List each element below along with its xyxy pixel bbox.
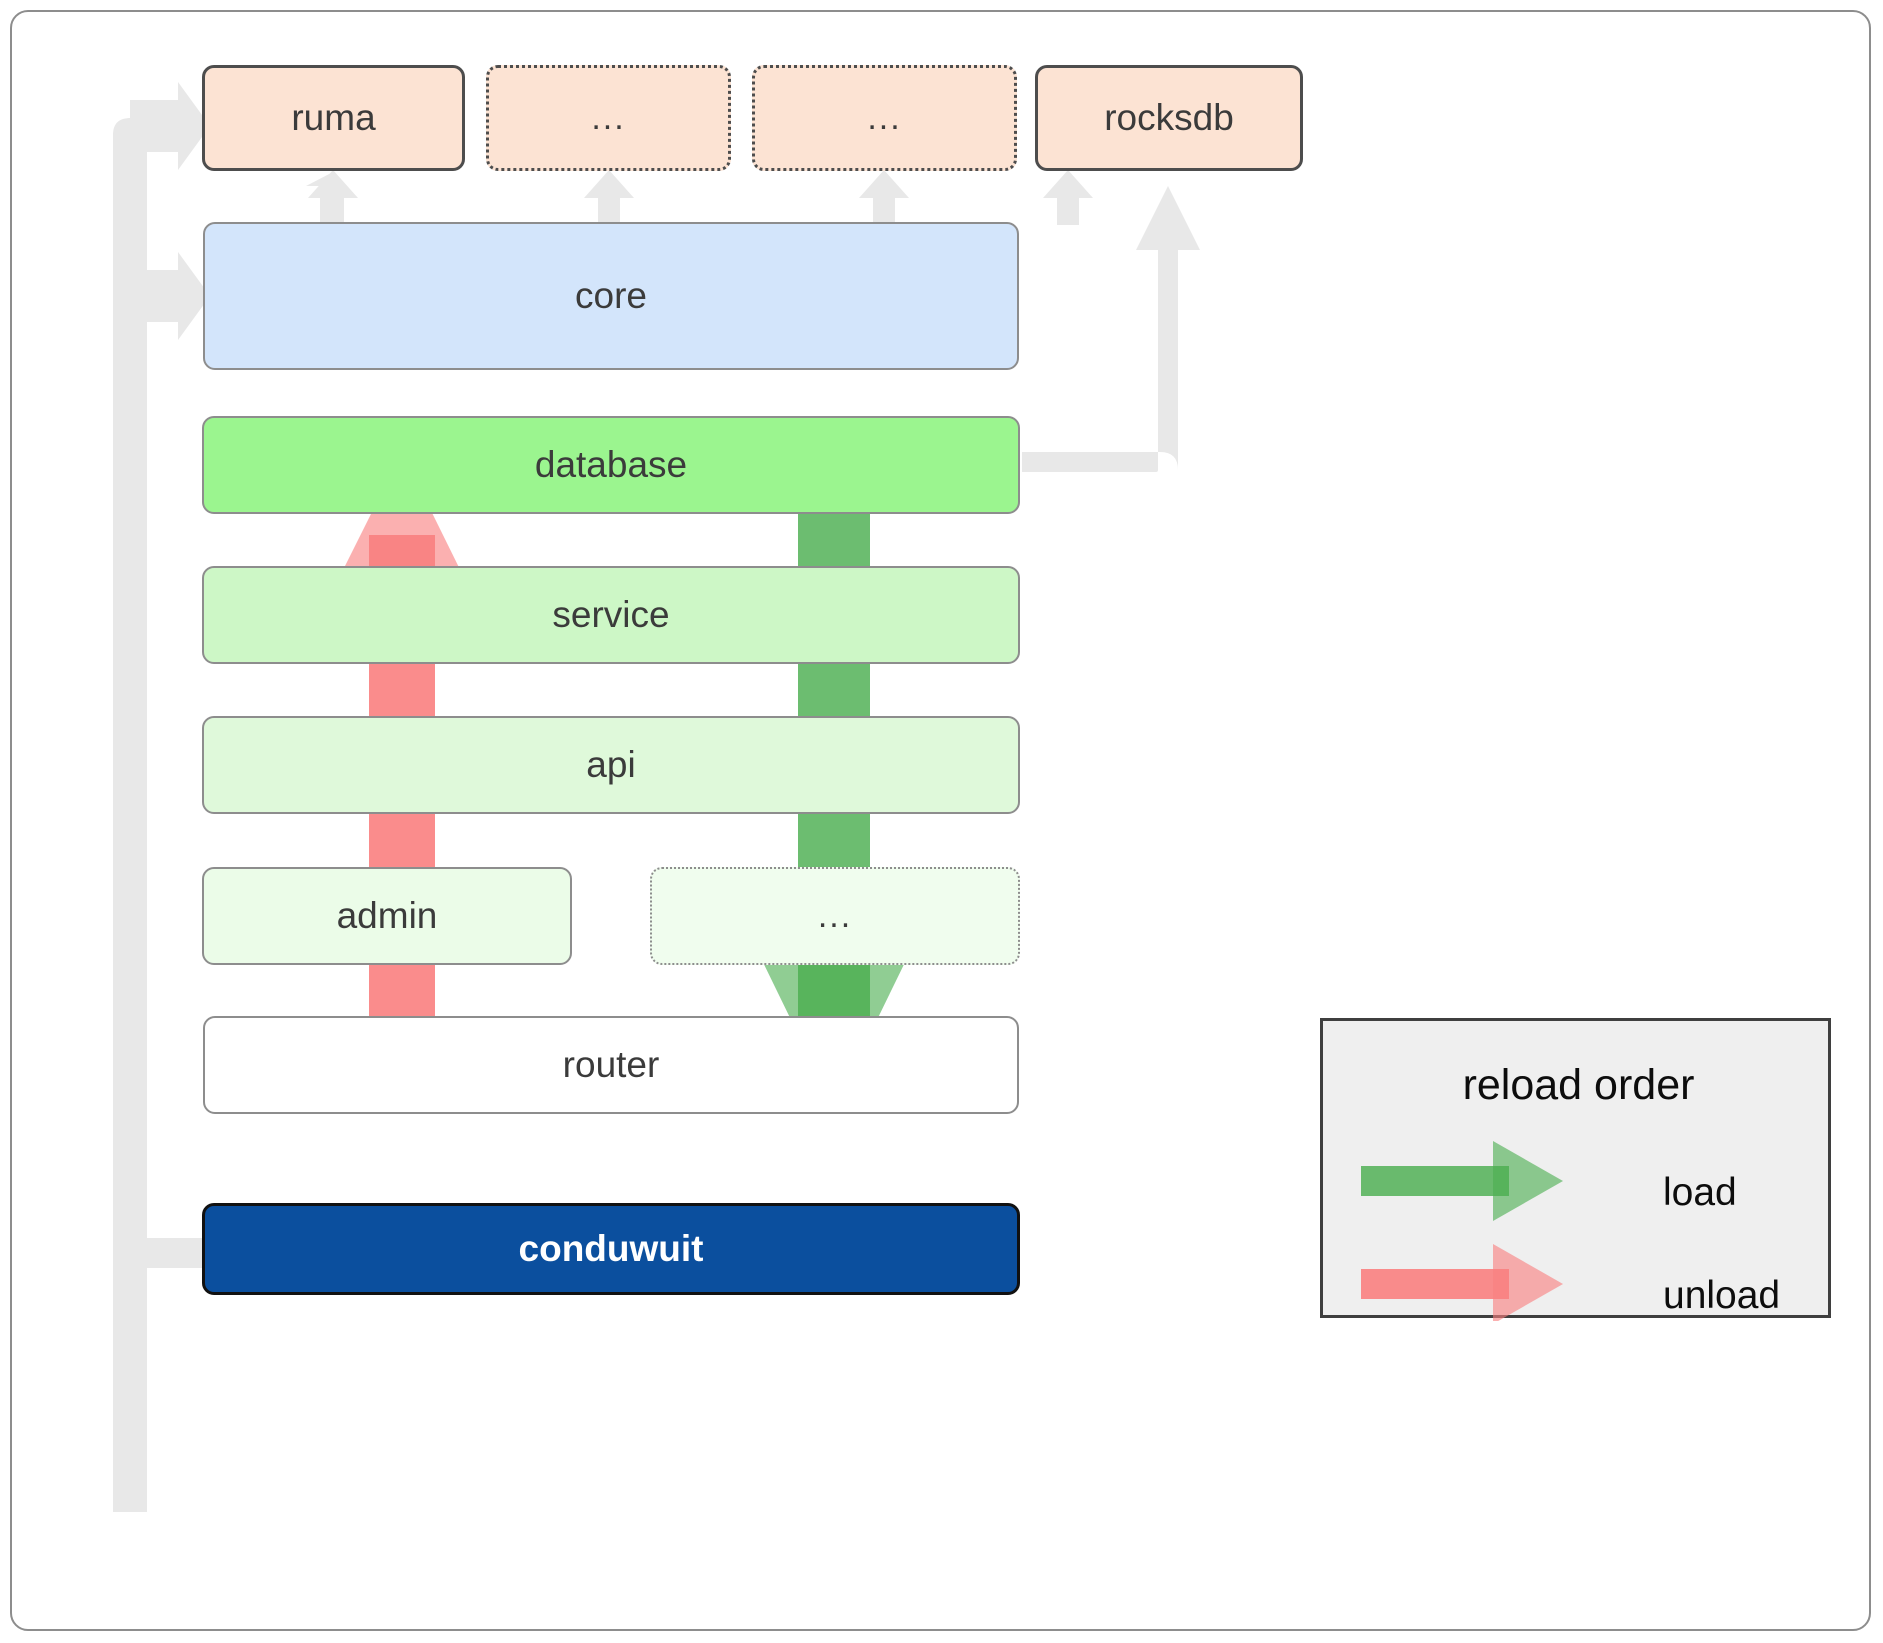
legend-unload-arrow <box>1361 1244 1563 1321</box>
layer-box-admin[interactable]: admin <box>202 867 572 965</box>
layer-box-core[interactable]: core <box>203 222 1019 370</box>
crate-label-ruma: ruma <box>291 97 376 138</box>
layer-box-api[interactable]: api <box>202 716 1020 814</box>
legend-panel: reload order load unload <box>1320 1018 1831 1321</box>
crate-label-ellipsis-2: ... <box>867 98 902 137</box>
legend-label-unload: unload <box>1663 1274 1781 1317</box>
layer-label-service: service <box>552 594 670 635</box>
layer-label-router: router <box>562 1044 660 1085</box>
root-label-conduwuit: conduwuit <box>518 1228 704 1269</box>
legend-title: reload order <box>1462 1061 1695 1109</box>
layer-label-api: api <box>586 744 636 785</box>
legend-label-load: load <box>1663 1171 1737 1214</box>
layer-box-service[interactable]: service <box>202 566 1020 664</box>
layer-label-admin: admin <box>336 895 438 936</box>
layer-box-database[interactable]: database <box>202 416 1020 514</box>
layer-label-ellipsis: ... <box>817 896 853 935</box>
root-box-conduwuit[interactable]: conduwuit <box>202 1203 1020 1295</box>
layer-label-core: core <box>575 275 647 316</box>
crate-box-rocksdb[interactable]: rocksdb <box>1035 65 1303 171</box>
crate-box-ellipsis-1[interactable]: ... <box>486 65 731 171</box>
layer-box-router[interactable]: router <box>203 1016 1019 1114</box>
crate-label-rocksdb: rocksdb <box>1104 97 1234 138</box>
layer-box-ellipsis[interactable]: ... <box>650 867 1020 965</box>
crate-box-ruma[interactable]: ruma <box>202 65 465 171</box>
crate-label-ellipsis-1: ... <box>591 98 626 137</box>
crate-box-ellipsis-2[interactable]: ... <box>752 65 1017 171</box>
legend-load-arrow <box>1361 1141 1563 1221</box>
legend-arrow-layer <box>1361 1141 1563 1321</box>
layer-label-database: database <box>534 444 688 485</box>
